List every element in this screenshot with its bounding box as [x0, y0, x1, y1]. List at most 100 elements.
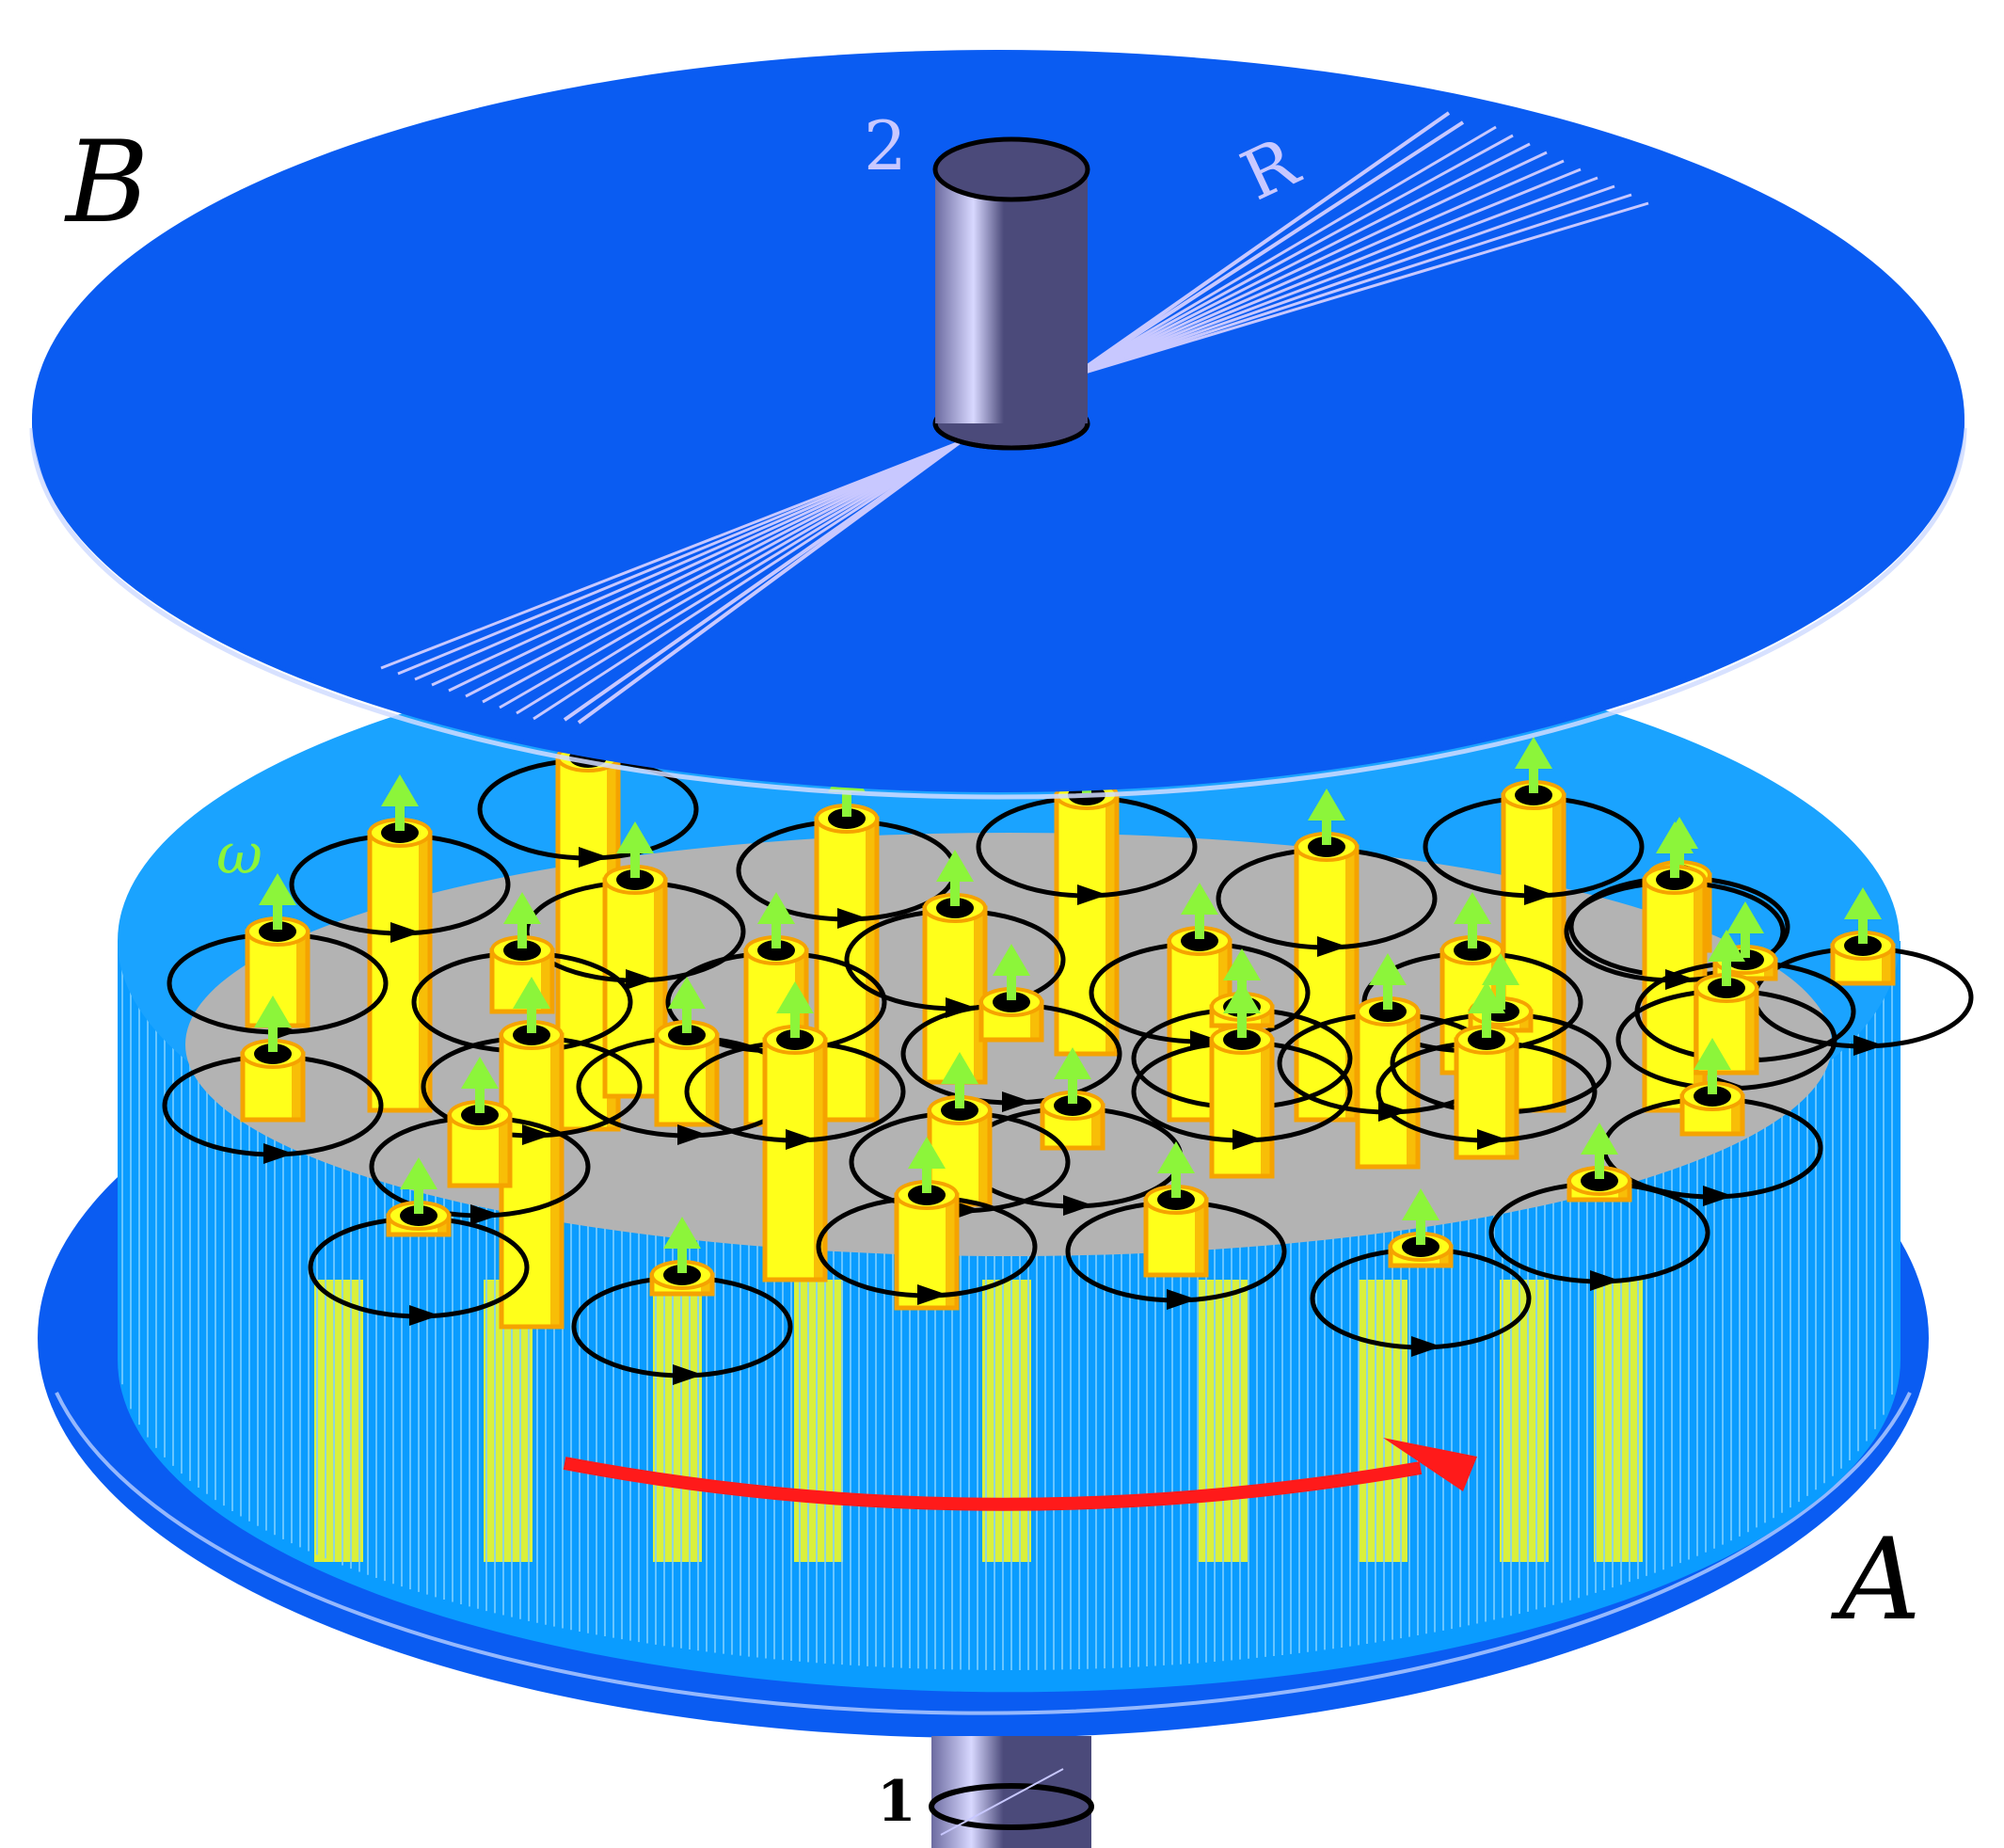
vorticity-arrow-shaft — [682, 1005, 692, 1033]
vorticity-arrow-shaft — [955, 1080, 964, 1108]
radius-ray — [448, 440, 961, 693]
vortex-rod-submerged — [314, 1280, 363, 1562]
circulation-arrowhead — [522, 1124, 552, 1145]
vorticity-arrow-shaft — [922, 1165, 931, 1193]
vorticity-arrow-shaft — [1068, 1075, 1077, 1104]
circulation-arrowhead — [1233, 1129, 1263, 1150]
vortex-tube — [289, 774, 511, 1113]
top-axle-2 — [932, 136, 1090, 451]
vortex-hole — [1694, 1086, 1731, 1107]
circulation-arrowhead — [1063, 1195, 1093, 1216]
circulation-arrowhead — [786, 1129, 816, 1150]
vorticity-arrow-head — [1223, 981, 1261, 1013]
circulation-arrowhead — [1853, 1035, 1884, 1056]
circulation-arrowhead — [409, 1305, 439, 1326]
circulation-arrowhead — [470, 1204, 501, 1225]
radius-rays — [380, 111, 1649, 725]
vorticity-arrow-head — [1181, 883, 1218, 915]
vortex-core-shade — [974, 908, 983, 1082]
vortex-tube — [162, 996, 384, 1164]
vorticity-arrow-shaft — [268, 1024, 278, 1052]
vortex-tube — [369, 1057, 591, 1225]
vortex-core-shade — [1195, 1200, 1204, 1275]
vorticity-arrow-head — [1656, 821, 1694, 853]
vorticity-arrow-head — [663, 1217, 701, 1249]
vortex-tube — [900, 944, 1122, 1112]
vortex-core-shade — [419, 833, 428, 1110]
vorticity-arrow-shaft — [1171, 1170, 1181, 1198]
circulation-arrowhead — [677, 1124, 708, 1145]
vortex-core-shade — [550, 1035, 560, 1327]
vortex-hole — [400, 1205, 437, 1226]
vorticity-arrow-head — [757, 892, 795, 924]
circulation-arrowhead — [1002, 1091, 1032, 1112]
vorticity-arrow-shaft — [1237, 1010, 1247, 1038]
circulation-arrowhead — [917, 1284, 947, 1305]
radius-ray — [1072, 201, 1649, 378]
vortex-core-shade — [654, 880, 663, 1096]
radius-ray — [482, 440, 961, 704]
radius-ray — [431, 440, 961, 687]
radius-ray — [1072, 151, 1548, 378]
vortex-tube — [1216, 789, 1438, 1123]
vorticity-arrow-shaft — [1416, 1217, 1425, 1245]
vortex-tube — [1752, 887, 1974, 1056]
vortex-hole — [993, 992, 1030, 1012]
vortex-hole — [513, 1025, 550, 1045]
vortex-hole — [1308, 836, 1345, 857]
rotation-arrow — [563, 1438, 1477, 1511]
vortex-tube — [167, 873, 389, 1042]
vorticity-arrow-shaft — [475, 1085, 485, 1113]
vorticity-arrow-shaft — [527, 1005, 536, 1033]
vorticity-arrow-head — [1369, 953, 1407, 985]
top-axle-label: 2 — [864, 106, 907, 185]
vortex-core-shade — [1030, 1002, 1040, 1040]
vorticity-arrow-head — [1726, 901, 1764, 933]
vorticity-arrow-head — [1482, 953, 1519, 985]
vortex-tube — [1376, 981, 1598, 1160]
radius-ray — [1072, 125, 1497, 378]
vortex-hole — [381, 822, 419, 843]
vortex-tube — [684, 981, 906, 1282]
vortex-core-shade — [706, 1035, 715, 1124]
vortex-tube — [1488, 1123, 1710, 1291]
vortex-tube — [571, 1217, 793, 1385]
bottom-plate-label: A — [1830, 1515, 1921, 1646]
vorticity-arrow-shaft — [1741, 930, 1750, 958]
vortex-hole — [936, 898, 974, 918]
vortex-hole — [1468, 1029, 1505, 1050]
vorticity-arrow-head — [941, 1052, 978, 1084]
vorticity-arrow-head — [1694, 1038, 1731, 1070]
circulation-arrowhead — [390, 922, 421, 943]
vorticity-arrow-head — [503, 892, 541, 924]
vortex-tube-layer — [162, 699, 1974, 1385]
circulation-arrowhead — [1411, 1336, 1441, 1357]
vortex-core-shade — [1261, 1040, 1270, 1176]
vorticity-arrow-shaft — [414, 1186, 423, 1214]
vortex-hole — [908, 1185, 946, 1205]
vortex-hole — [1581, 1171, 1618, 1191]
radius-ray — [397, 440, 961, 676]
radius-ray — [533, 440, 961, 721]
vortex-core-shade — [946, 1195, 955, 1308]
vorticity-arrow-head — [254, 996, 292, 1028]
vortex-hole — [828, 808, 866, 829]
vortex-hole — [668, 1025, 706, 1045]
vorticity-label: ω — [216, 821, 262, 887]
radius-ray — [380, 440, 961, 670]
vorticity-arrow-shaft — [790, 1010, 800, 1038]
vortex-rod-submerged — [1594, 1280, 1643, 1562]
vortex-core-shade — [541, 950, 550, 1012]
vorticity-arrow-head — [259, 873, 296, 905]
circulation-arrowhead — [263, 1143, 294, 1164]
vortex-hole — [1054, 1095, 1091, 1116]
vorticity-arrow-shaft — [1322, 817, 1331, 845]
vorticity-arrow-head — [381, 774, 419, 806]
vortex-core-shade — [978, 1110, 988, 1204]
vorticity-arrow-shaft — [1383, 981, 1392, 1010]
vortex-core-shade — [1745, 988, 1755, 1073]
vorticity-arrow-shaft — [1482, 1010, 1491, 1038]
vorticity-arrow-shaft — [842, 789, 851, 817]
vortex-tube — [1131, 981, 1353, 1179]
